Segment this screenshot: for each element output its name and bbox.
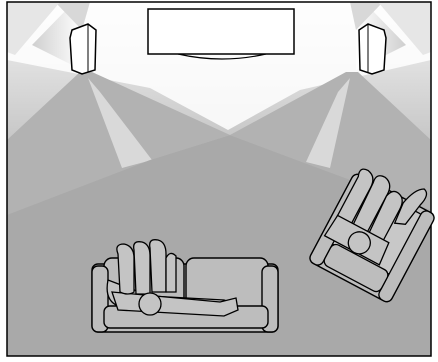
left-speaker-beam-light [88, 78, 152, 168]
tv-screen [147, 8, 295, 60]
person-seated-in-armchair [323, 168, 428, 266]
right-speaker-beam-light [306, 78, 350, 168]
left-wall-light [7, 2, 60, 55]
left-speaker-glow-top [55, 2, 90, 30]
back-wall-light [7, 2, 431, 130]
room-wall [6, 1, 432, 357]
right-speaker-glow-top [350, 2, 383, 30]
right-speaker [358, 23, 387, 75]
left-speaker [69, 23, 97, 75]
right-wall-light [378, 2, 431, 55]
left-speaker-glow [32, 6, 82, 70]
person-lying-on-sofa [106, 239, 239, 317]
